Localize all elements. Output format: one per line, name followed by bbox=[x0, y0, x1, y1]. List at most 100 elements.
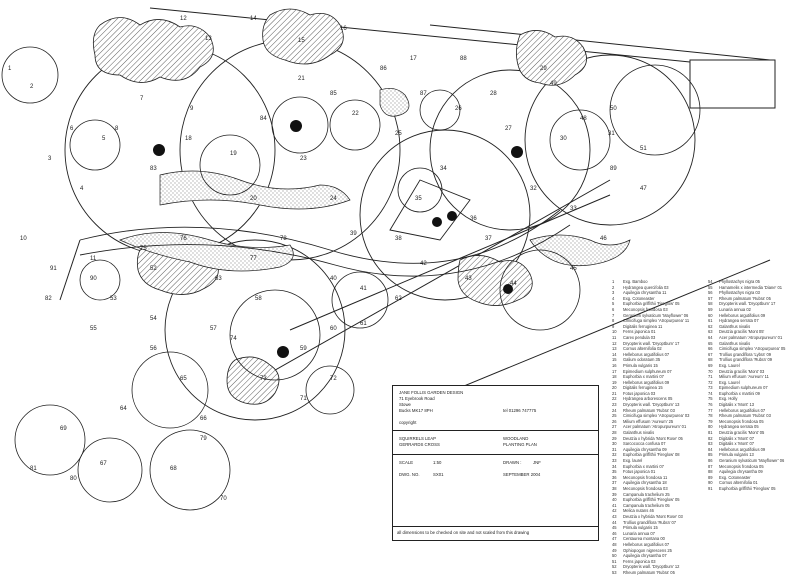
bed-label: 69 bbox=[60, 426, 67, 432]
plant-number: 77 bbox=[708, 407, 713, 413]
plant-description: Deutzia x hybrida 'Mont Rose' 05 bbox=[623, 435, 683, 441]
plant-number: 88 bbox=[708, 469, 713, 475]
bed-label: 74 bbox=[230, 336, 237, 342]
plant-schedule-item: 3 Aquilegia chrysantha 11 bbox=[612, 290, 689, 296]
plant-description: Hydrangea serrata 07 bbox=[719, 318, 759, 324]
plant-number: 85 bbox=[708, 452, 713, 458]
bed-label: 60 bbox=[330, 326, 337, 332]
plant-number: 39 bbox=[612, 491, 617, 497]
plant-number: 44 bbox=[612, 519, 617, 525]
plant-description: Deutzia x hybrida 'Mont Rose' 03 bbox=[623, 513, 683, 519]
plant-description: Milium effusum 'Aureum' 25 bbox=[623, 418, 674, 424]
bed-label: 39 bbox=[350, 231, 357, 237]
plant-description: Meconopsis frondosa 05 bbox=[719, 463, 764, 469]
plant-number: 3 bbox=[612, 290, 615, 296]
bed-label: 9 bbox=[190, 106, 194, 112]
bed-label: 78 bbox=[280, 236, 287, 242]
plant-description: Ferns japonica 01 bbox=[623, 329, 656, 335]
bed-label: 46 bbox=[600, 236, 607, 242]
drawn-label: DRAWN : bbox=[503, 460, 522, 465]
bed-label: 31 bbox=[608, 131, 615, 137]
drawing-title-1: WOODLAND bbox=[503, 436, 529, 441]
plant-description: Deutzia gracilis 'Mont' 03 bbox=[719, 368, 765, 374]
plant-number: 70 bbox=[708, 368, 713, 374]
bed-label: 49 bbox=[550, 81, 557, 87]
plant-description: Cimicifuga simplex 'Atropurpurea' 03 bbox=[623, 413, 690, 419]
plant-description: Aquilegia chrysantha 11 bbox=[623, 290, 667, 296]
plant-number: 90 bbox=[708, 480, 713, 486]
plant-description: Hydrangea serrata 05 bbox=[719, 424, 759, 430]
plant-schedule-item: 88 Aquilegia chrysantha 09 bbox=[708, 469, 785, 475]
bed-label: 16 bbox=[340, 26, 347, 32]
bed-label: 28 bbox=[490, 91, 497, 97]
plant-number: 15 bbox=[612, 357, 617, 363]
plant-description: Euphorbia griffithii 'Fireglow' 08 bbox=[623, 452, 680, 458]
bed-label: 80 bbox=[70, 476, 77, 482]
bed-label: 4 bbox=[80, 186, 84, 192]
bed-label: 33 bbox=[570, 206, 577, 212]
plant-number: 30 bbox=[612, 441, 617, 447]
bed-label: 52 bbox=[150, 266, 157, 272]
bed-label: 27 bbox=[505, 126, 512, 132]
plant-number: 74 bbox=[708, 390, 713, 396]
plant-description: Meconopsis frondosa 05 bbox=[719, 418, 764, 424]
plant-description: Dryopteris wall. 'Dryoptbum' 13 bbox=[623, 402, 680, 408]
bed-label: 8 bbox=[115, 126, 119, 132]
plant-number: 19 bbox=[612, 379, 617, 385]
telephone: tel 01296 747775 bbox=[503, 408, 537, 413]
bed-label: 79 bbox=[200, 436, 207, 442]
bed-label: 90 bbox=[90, 276, 97, 282]
plant-description: Rheum palmatum 'Rubra' 05 bbox=[623, 569, 675, 575]
tree-trunks bbox=[153, 120, 523, 358]
bed-label: 37 bbox=[485, 236, 492, 242]
plant-number: 38 bbox=[612, 485, 617, 491]
plant-description: Meconopsis frondosa 03 bbox=[623, 485, 668, 491]
bed-label: 41 bbox=[360, 286, 367, 292]
bed-label: 45 bbox=[570, 266, 577, 272]
plant-number: 75 bbox=[708, 396, 713, 402]
bed-label: 20 bbox=[250, 196, 257, 202]
plant-schedule-item: 70 Deutzia gracilis 'Mont' 03 bbox=[708, 369, 785, 375]
plant-description: Campanula trachelium 05 bbox=[623, 502, 670, 508]
bed-label: 17 bbox=[410, 56, 417, 62]
bed-label: 43 bbox=[465, 276, 472, 282]
bed-label: 40 bbox=[330, 276, 337, 282]
bed-label: 1 bbox=[8, 66, 12, 72]
plant-description: Dryopteris wall. 'Dryoptbum' 17 bbox=[623, 340, 680, 346]
plant-description: Aquilegia chrysantha 09 bbox=[719, 469, 763, 475]
bed-label: 5 bbox=[102, 136, 106, 142]
drawing-number-value: SX01 bbox=[433, 472, 444, 477]
plant-number: 41 bbox=[612, 502, 617, 508]
plant-number: 55 bbox=[708, 284, 713, 290]
plant-number: 21 bbox=[612, 390, 617, 396]
plant-number: 9 bbox=[612, 323, 615, 329]
plant-description: Exg. Cotoneaster bbox=[719, 474, 751, 480]
address-line-2: Stowe bbox=[399, 402, 411, 407]
plant-number: 65 bbox=[708, 340, 713, 346]
plant-number: 53 bbox=[612, 569, 617, 575]
